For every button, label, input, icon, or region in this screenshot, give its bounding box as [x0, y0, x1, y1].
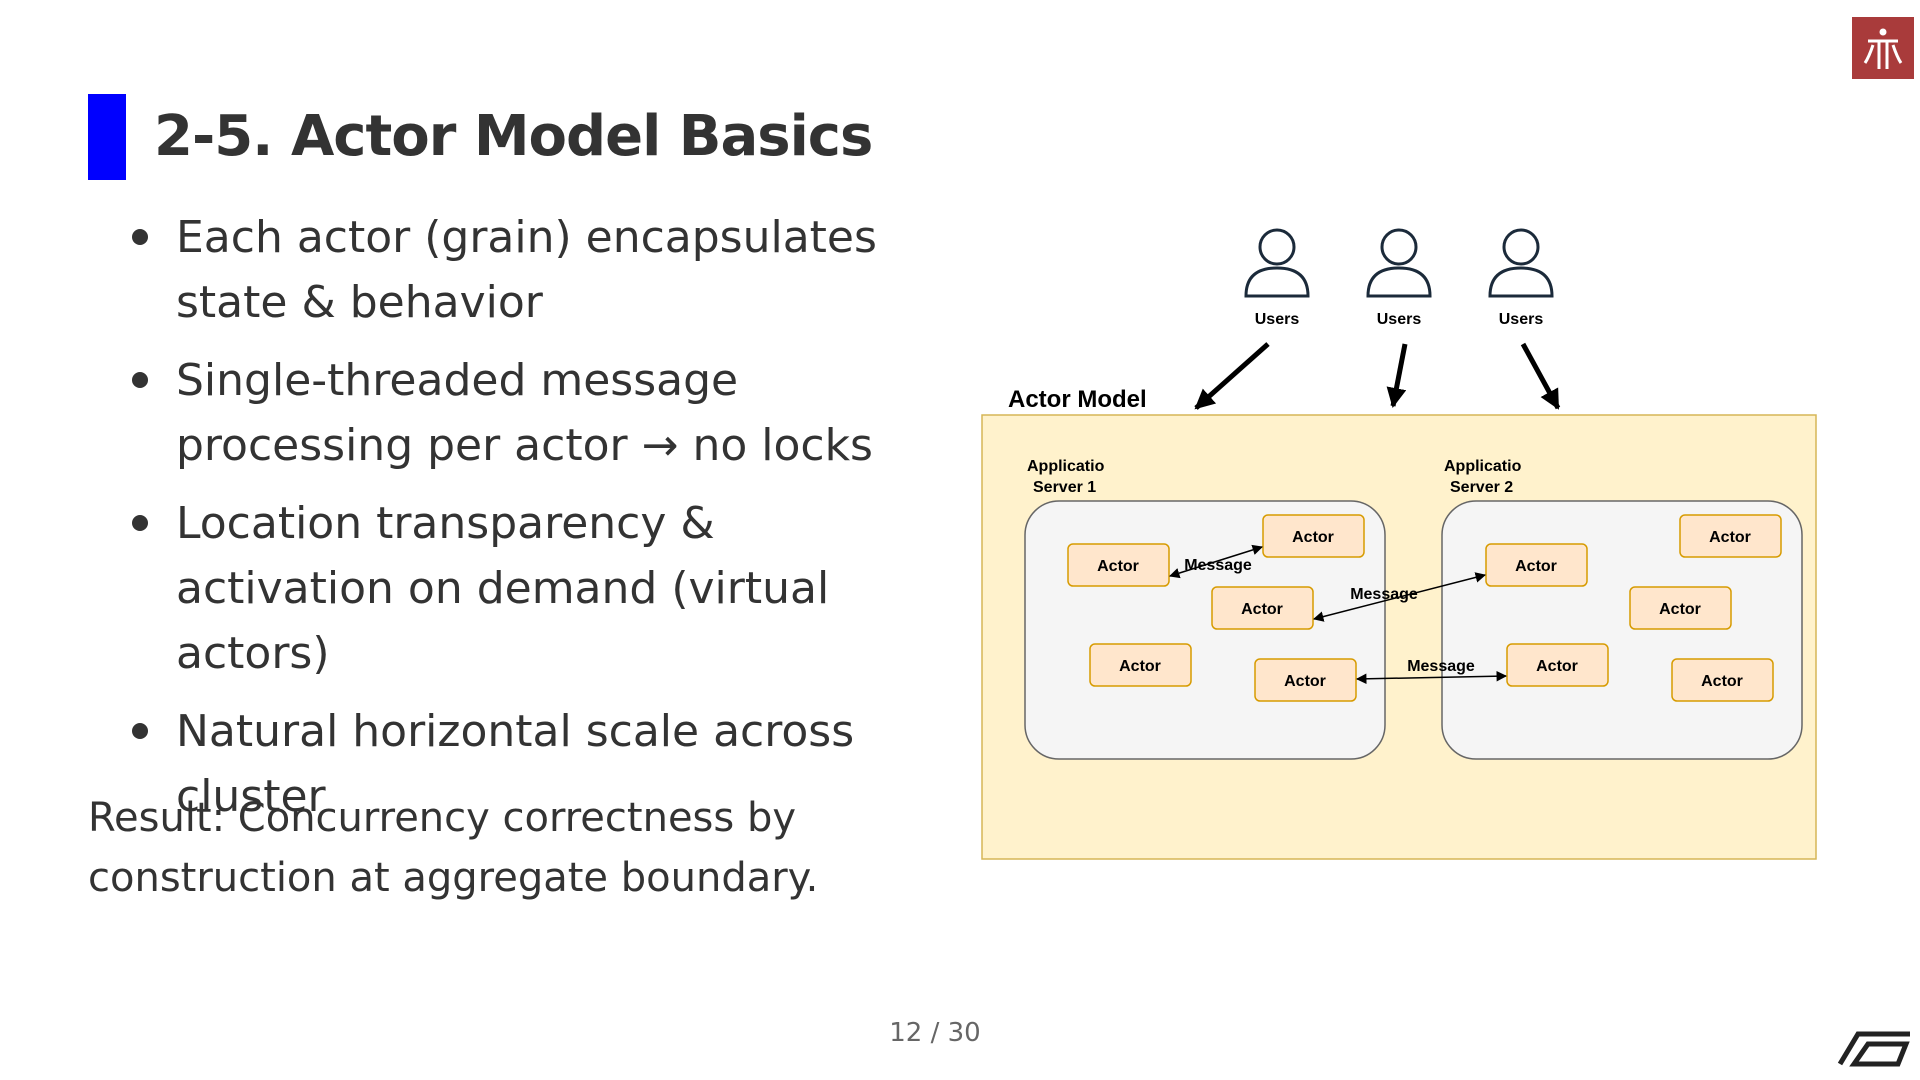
actor-box: Actor	[1629, 586, 1732, 630]
bullet-text: Single-threaded message processing per a…	[176, 355, 873, 471]
server-label: Server 2	[1450, 479, 1513, 496]
message-label: Message	[1407, 658, 1475, 675]
message-arrow	[1168, 544, 1264, 579]
bullet-dot	[132, 515, 148, 531]
actor-box: Actor	[1679, 514, 1782, 558]
page-number: 12 / 30	[889, 1018, 981, 1048]
actor-box: Actor	[1254, 658, 1357, 702]
actor-label: Actor	[1292, 529, 1334, 546]
actor-label: Actor	[1701, 673, 1743, 690]
actor-box: Actor	[1506, 643, 1609, 687]
brand-logo-icon	[1837, 1031, 1910, 1067]
bullet-item: Each actor (grain) encapsulates state & …	[120, 205, 920, 335]
bullet-item: Location transparency & activation on de…	[120, 491, 920, 686]
bullet-text: Each actor (grain) encapsulates state & …	[176, 212, 877, 328]
bullet-dot	[132, 372, 148, 388]
bullet-dot	[132, 229, 148, 245]
message-label: Message	[1184, 557, 1252, 574]
actor-box: Actor	[1262, 514, 1365, 558]
user-icon	[1488, 228, 1554, 298]
actor-box: Actor	[1089, 643, 1192, 687]
user-request-arrow	[1194, 342, 1270, 410]
message-arrow	[1355, 670, 1508, 685]
actor-label: Actor	[1241, 601, 1283, 618]
server-label: Applicatio	[1444, 458, 1522, 475]
bullet-item: Single-threaded message processing per a…	[120, 348, 920, 478]
actor-label: Actor	[1284, 673, 1326, 690]
logo-icon	[1852, 17, 1914, 79]
user-request-arrow	[1520, 342, 1561, 410]
actor-box: Actor	[1485, 543, 1588, 587]
logo-icon-graphic	[1863, 28, 1903, 69]
actor-box: Actor	[1671, 658, 1774, 702]
actor-label: Actor	[1097, 558, 1139, 575]
user-icon	[1244, 228, 1310, 298]
actor-label: Actor	[1536, 658, 1578, 675]
result-text: Result: Concurrency correctness by const…	[88, 795, 819, 901]
server-label: Server 1	[1033, 479, 1096, 496]
actor-label: Actor	[1709, 529, 1751, 546]
user-label: Users	[1499, 311, 1544, 328]
actor-label: Actor	[1659, 601, 1701, 618]
actor-box: Actor	[1067, 543, 1170, 587]
container-label: Actor Model	[1008, 386, 1147, 413]
user-request-arrow	[1386, 343, 1408, 408]
actor-label: Actor	[1119, 658, 1161, 675]
server-label: Applicatio	[1027, 458, 1105, 475]
user-icon	[1366, 228, 1432, 298]
user-label: Users	[1255, 311, 1300, 328]
title-accent-bar	[88, 94, 126, 180]
bullet-text: Location transparency & activation on de…	[176, 498, 830, 679]
bullet-text: Natural horizontal scale across cluster	[176, 706, 855, 822]
bullet-dot	[132, 723, 148, 739]
slide-title: 2-5. Actor Model Basics	[154, 104, 873, 169]
message-label: Message	[1350, 586, 1418, 603]
bullet-list: Each actor (grain) encapsulates state & …	[120, 205, 920, 842]
actor-label: Actor	[1515, 558, 1557, 575]
actor-box: Actor	[1211, 586, 1314, 630]
user-label: Users	[1377, 311, 1422, 328]
message-arrow	[1312, 572, 1487, 622]
bullet-item: Natural horizontal scale across cluster	[120, 699, 920, 829]
